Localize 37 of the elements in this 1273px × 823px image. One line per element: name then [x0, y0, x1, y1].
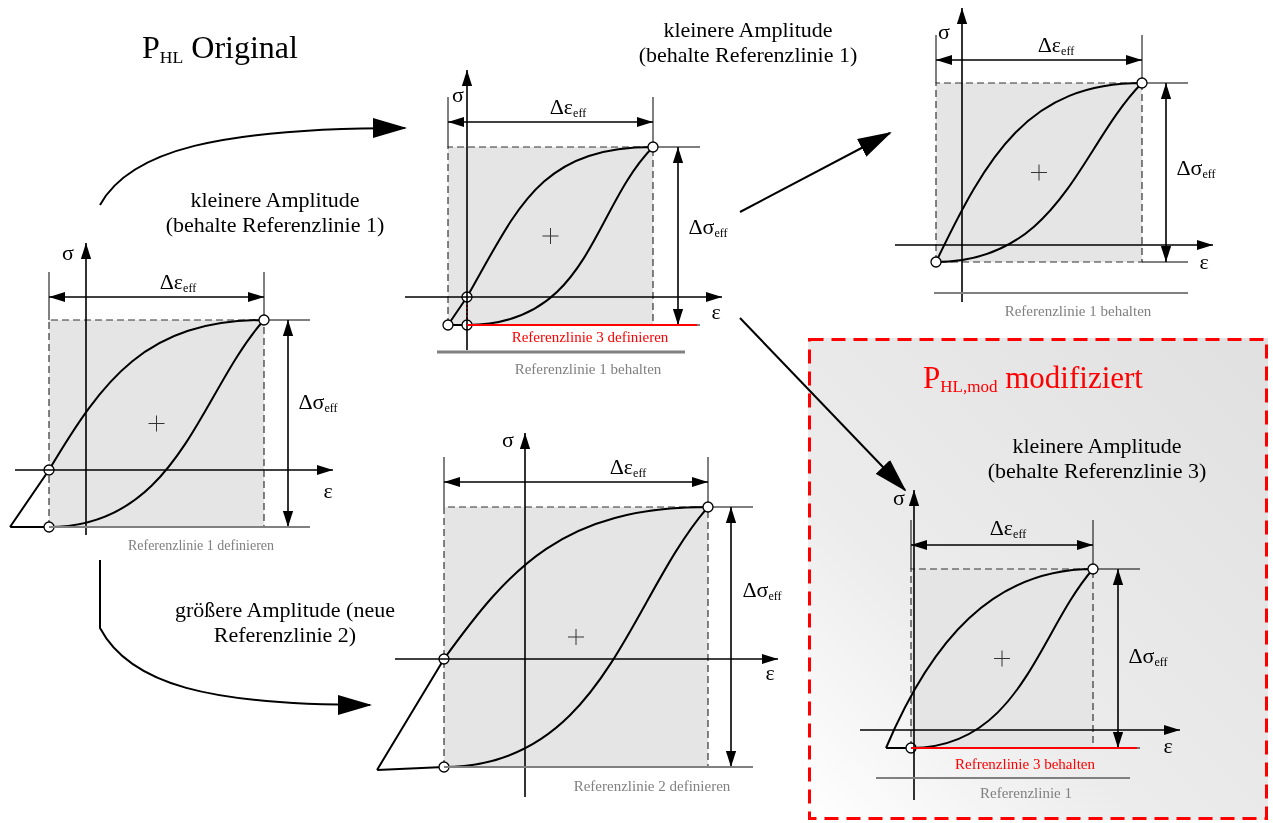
dimension-label: Δσ$_{eff}$ [1176, 154, 1216, 182]
edge-label: kleinere Amplitude (behalte Referenzlinie 1) [637, 16, 859, 68]
axis-label: σ [502, 427, 514, 453]
arrow [99, 559, 372, 715]
reference-line-label: Refrenzlinie 3 behalten [955, 756, 1095, 774]
arrow [739, 317, 907, 492]
reference-line-label: Referenzlinie 2 definieren [573, 778, 731, 796]
dimension-label: Δε$_{eff}$ [609, 453, 647, 481]
dimension-label: Δε$_{eff}$ [989, 514, 1027, 542]
dimension-label: Δσ$_{eff}$ [742, 576, 782, 604]
heading: P$_{HL,mod}$ modifiziert [923, 359, 1143, 397]
edge-label: kleinere Amplitude (behalte Referenzlinie 1) [164, 186, 386, 238]
reference-line-label: Referenzlinie 1 behalten [514, 361, 662, 379]
heading: P$_{HL}$ Original [142, 29, 298, 67]
dimension-label: Δσ$_{eff}$ [298, 388, 338, 416]
reference-line-label: Referenzlinie 3 definieren [511, 329, 669, 347]
dimension-label: Δε$_{eff}$ [1037, 31, 1075, 59]
axis-label: σ [893, 485, 905, 511]
reference-line-label: Referenzlinie 1 [980, 785, 1072, 803]
subheading: kleinere Amplitude (behalte Referenzlinie 3) [986, 432, 1208, 484]
dimension-label: Δσ$_{eff}$ [688, 213, 728, 241]
axis-label: σ [938, 19, 950, 45]
arrow [739, 132, 892, 213]
axis-label: σ [452, 82, 464, 108]
axis-label: σ [62, 240, 74, 266]
axis-label: ε [765, 660, 775, 686]
reference-line-label: Referenzlinie 1 behalten [1004, 303, 1152, 321]
dimension-label: Δε$_{eff}$ [159, 268, 197, 296]
reference-line-label: Referenzlinie 1 definieren [127, 537, 275, 555]
edge-label: größere Amplitude (neue Referenzlinie 2) [174, 596, 396, 648]
axis-label: ε [1199, 249, 1209, 275]
axis-label: ε [1163, 733, 1173, 759]
dimension-label: Δσ$_{eff}$ [1128, 642, 1168, 670]
axis-label: ε [323, 478, 333, 504]
axis-label: ε [711, 299, 721, 325]
arrow [99, 118, 407, 206]
dimension-label: Δε$_{eff}$ [549, 93, 587, 121]
